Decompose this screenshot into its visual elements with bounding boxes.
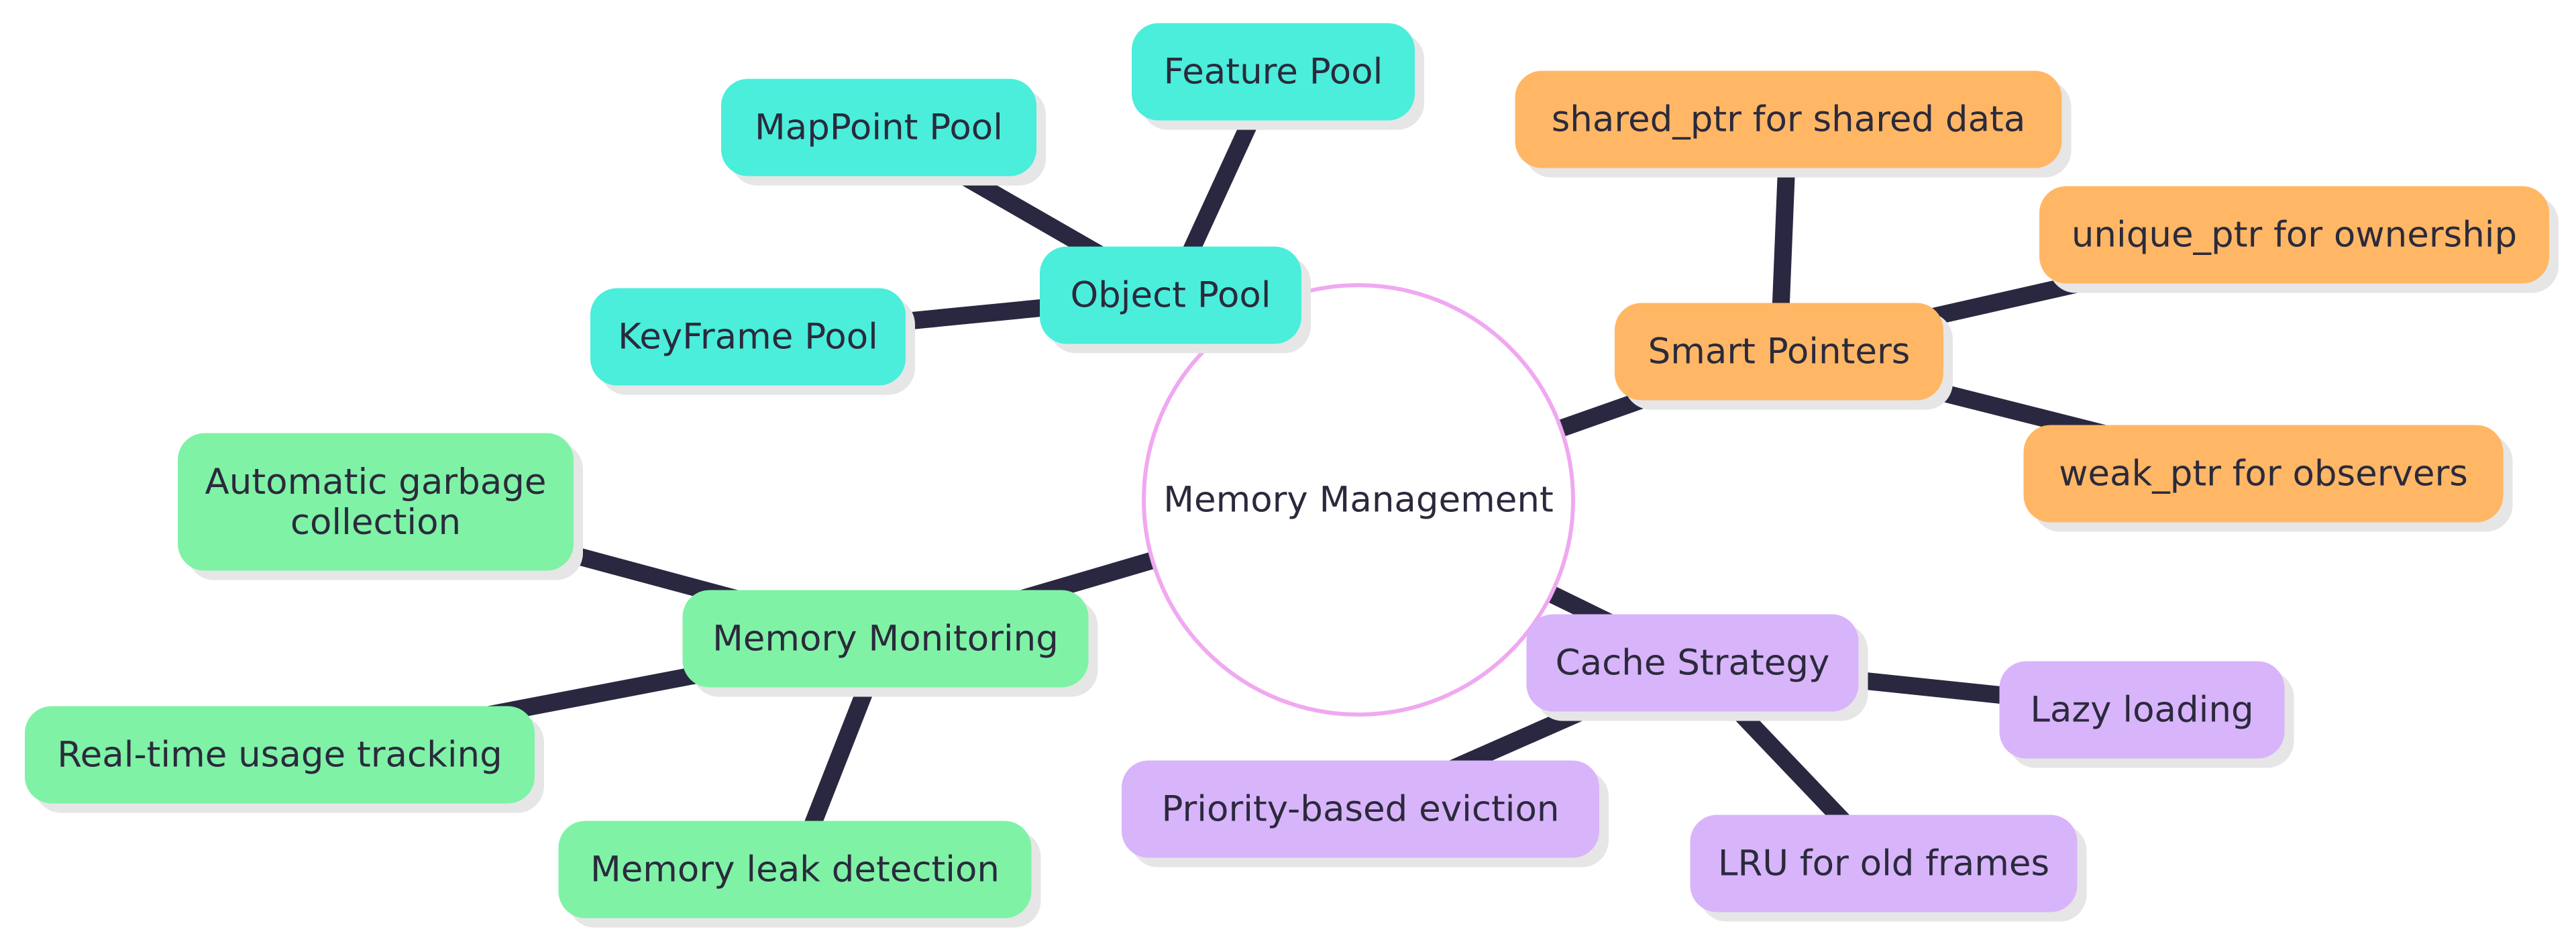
leaf-node-mappoint-pool-label: MapPoint Pool xyxy=(755,107,1003,148)
root-node[interactable]: Memory Management xyxy=(1142,283,1575,717)
leaf-node-keyframe-pool-label: KeyFrame Pool xyxy=(618,317,878,358)
leaf-node-feature-pool-label: Feature Pool xyxy=(1164,52,1383,93)
leaf-node-lazy-loading[interactable]: Lazy loading xyxy=(1999,661,2294,768)
leaf-node-memory-leak-detection[interactable]: Memory leak detection xyxy=(558,821,1041,928)
leaf-node-real-time-usage-tracking-label: Real-time usage tracking xyxy=(57,735,502,776)
branch-node-memory-monitoring-label: Memory Monitoring xyxy=(712,619,1059,660)
leaf-node-lru-for-old-frames-box xyxy=(1690,815,2078,912)
root-label: Memory Management xyxy=(1163,480,1554,521)
leaf-node-weak-ptr-for-observers-label: weak_ptr for observers xyxy=(2059,454,2468,494)
branch-node-object-pool-box xyxy=(1040,246,1301,344)
leaf-node-feature-pool-box xyxy=(1132,23,1415,121)
leaf-node-weak-ptr-for-observers-box xyxy=(2023,425,2504,523)
leaf-node-feature-pool[interactable]: Feature Pool xyxy=(1132,23,1424,130)
leaf-node-real-time-usage-tracking-box xyxy=(25,706,535,804)
root-circle xyxy=(1142,283,1575,717)
leaf-node-mappoint-pool[interactable]: MapPoint Pool xyxy=(721,78,1046,186)
branch-node-smart-pointers-label: Smart Pointers xyxy=(1648,331,1911,372)
branch-node-memory-monitoring[interactable]: Memory Monitoring xyxy=(682,590,1098,697)
leaf-node-unique-ptr-for-ownership-label: unique_ptr for ownership xyxy=(2072,215,2517,256)
leaf-node-lazy-loading-box xyxy=(1999,661,2285,759)
branch-node-cache-strategy-box xyxy=(1526,614,1859,712)
leaf-node-priority-based-eviction[interactable]: Priority-based eviction xyxy=(1122,760,1609,868)
branch-node-cache-strategy-label: Cache Strategy xyxy=(1556,643,1830,684)
leaf-node-lru-for-old-frames[interactable]: LRU for old frames xyxy=(1690,815,2087,922)
branch-node-object-pool[interactable]: Object Pool xyxy=(1040,246,1311,354)
leaf-node-shared-ptr-for-shared-data[interactable]: shared_ptr for shared data xyxy=(1515,70,2072,178)
leaf-node-keyframe-pool[interactable]: KeyFrame Pool xyxy=(590,288,915,395)
leaf-node-memory-leak-detection-label: Memory leak detection xyxy=(590,849,1000,890)
leaf-node-lazy-loading-label: Lazy loading xyxy=(2030,690,2253,731)
leaf-node-weak-ptr-for-observers[interactable]: weak_ptr for observers xyxy=(2023,425,2513,532)
branch-node-smart-pointers-box xyxy=(1615,303,1943,401)
leaf-node-unique-ptr-for-ownership[interactable]: unique_ptr for ownership xyxy=(2039,186,2559,293)
branch-node-object-pool-label: Object Pool xyxy=(1070,275,1271,316)
leaf-node-real-time-usage-tracking[interactable]: Real-time usage tracking xyxy=(25,706,544,813)
leaf-node-mappoint-pool-box xyxy=(721,78,1036,176)
leaf-node-shared-ptr-for-shared-data-label: shared_ptr for shared data xyxy=(1552,99,2026,140)
leaf-node-priority-based-eviction-label: Priority-based eviction xyxy=(1161,789,1559,830)
leaf-node-priority-based-eviction-box xyxy=(1122,760,1599,858)
leaf-node-unique-ptr-for-ownership-box xyxy=(2039,186,2549,284)
leaf-node-automatic-garbage-collection-box xyxy=(178,433,574,571)
leaf-node-shared-ptr-for-shared-data-box xyxy=(1515,70,2062,168)
leaf-node-automatic-garbage-collection-label-line: Automatic garbage xyxy=(205,462,547,503)
branch-node-smart-pointers[interactable]: Smart Pointers xyxy=(1615,303,1953,410)
leaf-node-lru-for-old-frames-label: LRU for old frames xyxy=(1718,843,2049,884)
leaf-node-automatic-garbage-collection-label-line: collection xyxy=(290,502,461,543)
branch-node-memory-monitoring-box xyxy=(682,590,1089,688)
branch-node-cache-strategy[interactable]: Cache Strategy xyxy=(1526,614,1868,721)
leaf-node-keyframe-pool-box xyxy=(590,288,906,386)
leaf-node-memory-leak-detection-box xyxy=(558,821,1032,919)
